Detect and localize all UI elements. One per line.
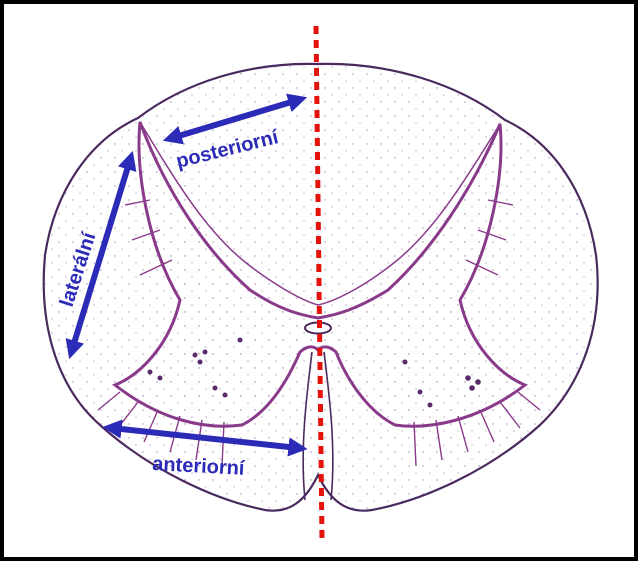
label-anterior: anteriorní xyxy=(152,453,247,480)
